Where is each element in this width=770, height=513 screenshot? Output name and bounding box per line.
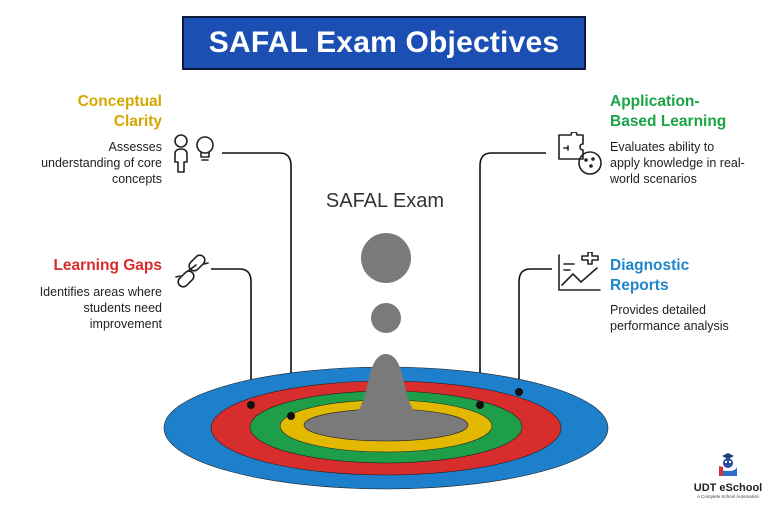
gaps-desc: Identifies areas where students need imp… xyxy=(39,285,162,331)
page-title: SAFAL Exam Objectives xyxy=(208,26,560,59)
drop-small xyxy=(371,303,401,333)
application-desc: Evaluates ability to apply knowledge in … xyxy=(610,140,745,186)
conceptual-heading: Conceptual Clarity xyxy=(77,93,162,130)
brand-logo: UDT eSchool A Complete School Automation xyxy=(688,450,768,499)
connector-conceptual xyxy=(222,152,292,416)
diagnostic-desc: Provides detailed performance analysis xyxy=(610,303,729,333)
puzzle-face-icon xyxy=(558,132,602,175)
drop-large xyxy=(361,233,411,283)
brand-name: UDT eSchool xyxy=(693,482,763,494)
title-banner: SAFAL Exam Objectives xyxy=(182,16,586,70)
center-label: SAFAL Exam xyxy=(325,190,445,212)
connector-gaps xyxy=(211,268,252,405)
conceptual-desc: Assesses understanding of core concepts xyxy=(41,140,162,186)
gaps-heading: Learning Gaps xyxy=(53,257,162,274)
graduate-mascot-icon xyxy=(719,453,737,476)
connector-application xyxy=(479,152,546,405)
splash-peak xyxy=(318,354,454,430)
brand-tagline: A Complete School Automation xyxy=(696,494,760,499)
broken-link-icon xyxy=(175,254,209,288)
diagnostic-heading: Diagnostic Reports xyxy=(610,257,690,294)
connector-diagnostic xyxy=(518,268,552,392)
application-heading: Application- Based Learning xyxy=(610,93,727,130)
people-idea-icon xyxy=(174,134,214,173)
chart-plus-icon xyxy=(558,252,601,291)
